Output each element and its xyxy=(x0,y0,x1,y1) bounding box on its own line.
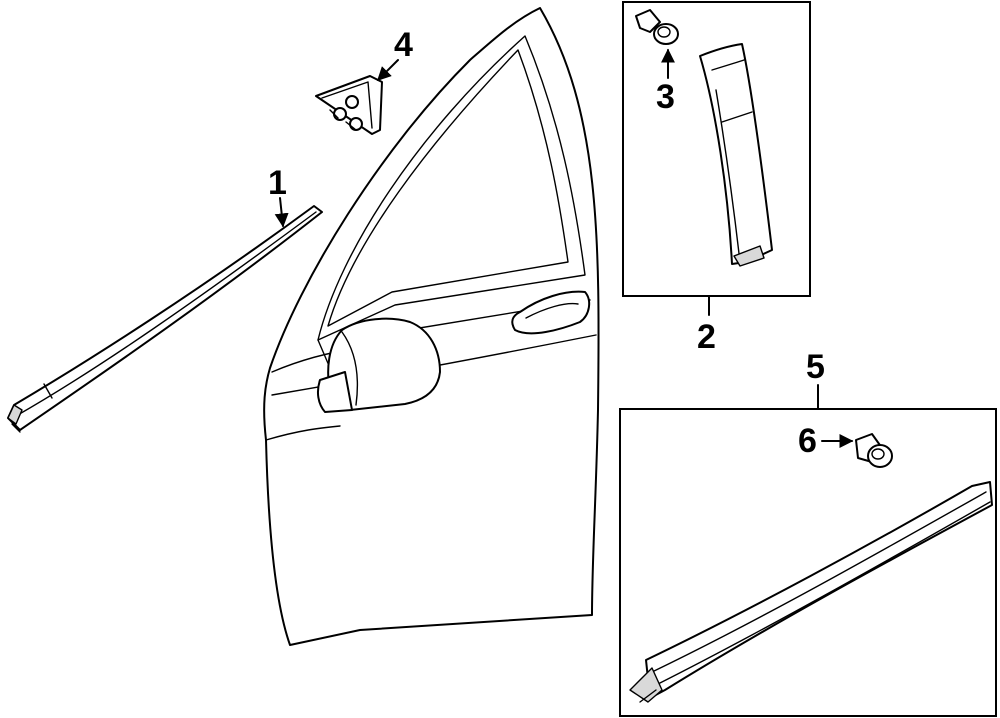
leader-lines xyxy=(274,48,854,448)
part-6-clip xyxy=(855,433,893,468)
part-3-clip xyxy=(635,9,679,45)
callout-1: 1 xyxy=(268,164,287,202)
part-5-rocker-molding xyxy=(629,481,993,703)
part-1-belt-molding xyxy=(7,205,323,433)
callout-5: 5 xyxy=(806,348,825,386)
callout-6: 6 xyxy=(798,422,817,460)
callout-3: 3 xyxy=(656,78,675,116)
detail-box-2 xyxy=(622,1,811,297)
callout-2: 2 xyxy=(697,318,716,356)
front-door xyxy=(263,7,600,646)
part-4-corner-cover xyxy=(315,75,383,135)
detail-box-5 xyxy=(619,408,997,717)
part-2-pillar-applique xyxy=(699,43,773,267)
callout-4: 4 xyxy=(394,26,413,64)
